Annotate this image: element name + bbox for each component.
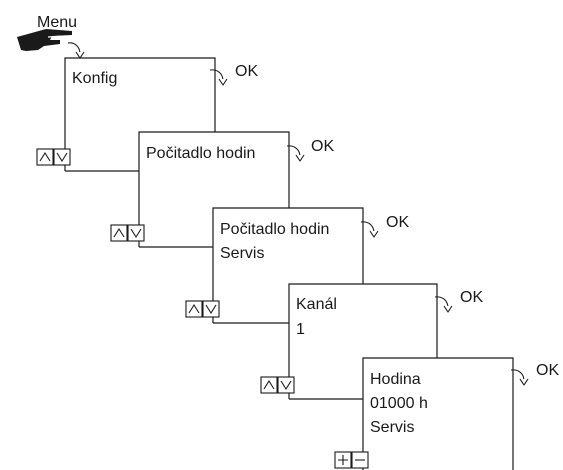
ok-step-2[interactable]: OK — [286, 138, 334, 162]
screen-4-line-1: Kanál — [296, 296, 337, 313]
ok-label: OK — [536, 362, 559, 379]
ok-step-1[interactable]: OK — [209, 63, 258, 86]
screen-1-line-1: Konfig — [72, 70, 117, 87]
up-down-buttons-2[interactable] — [110, 224, 145, 242]
screen-4-line-2: 1 — [296, 321, 305, 338]
ok-label: OK — [235, 63, 258, 80]
ok-label: OK — [386, 214, 409, 231]
ok-label: OK — [460, 289, 483, 306]
down-arrow-icon[interactable] — [127, 224, 145, 242]
screen-5-line-2: 01000 h — [370, 395, 428, 412]
up-down-buttons-4[interactable] — [260, 376, 295, 394]
curved-arrow-icon — [67, 42, 85, 59]
up-down-buttons-1[interactable] — [36, 148, 71, 166]
pointing-hand-icon[interactable] — [17, 29, 72, 51]
down-arrow-icon[interactable] — [277, 376, 295, 394]
down-arrow-icon[interactable] — [53, 148, 71, 166]
screen-5-line-1: Hodina — [370, 371, 421, 388]
up-arrow-icon[interactable] — [260, 376, 278, 394]
curved-arrow-icon — [360, 221, 379, 238]
ok-step-3[interactable]: OK — [360, 214, 409, 238]
screen-frame-kanal — [288, 283, 438, 400]
up-arrow-icon[interactable] — [110, 224, 128, 242]
up-arrow-icon[interactable] — [185, 300, 203, 318]
plus-icon[interactable] — [334, 451, 352, 469]
screen-frame-hodina — [362, 357, 514, 470]
up-down-buttons-3[interactable] — [185, 300, 220, 318]
ok-label: OK — [311, 138, 334, 155]
screen-5-line-3: Servis — [370, 419, 414, 436]
up-arrow-icon[interactable] — [36, 148, 54, 166]
screen-3-line-2: Servis — [220, 245, 264, 262]
down-arrow-icon[interactable] — [202, 300, 220, 318]
curved-arrow-icon — [510, 369, 529, 386]
menu-label: Menu — [37, 14, 77, 31]
plus-minus-buttons[interactable] — [334, 451, 369, 469]
ok-step-4[interactable]: OK — [434, 289, 483, 313]
curved-arrow-icon — [209, 69, 228, 86]
curved-arrow-icon — [286, 145, 305, 162]
curved-arrow-icon — [434, 296, 453, 313]
ok-step-5[interactable]: OK — [510, 362, 559, 386]
screen-2-line-1: Počitadlo hodin — [146, 145, 255, 162]
screen-frame-konfig — [64, 57, 216, 172]
minus-icon[interactable] — [351, 451, 369, 469]
screen-frame-pocitadlo-hodin — [138, 131, 290, 248]
screen-3-line-1: Počitadlo hodin — [220, 221, 329, 238]
screen-frame-pocitadlo-hodin-servis — [212, 207, 364, 324]
